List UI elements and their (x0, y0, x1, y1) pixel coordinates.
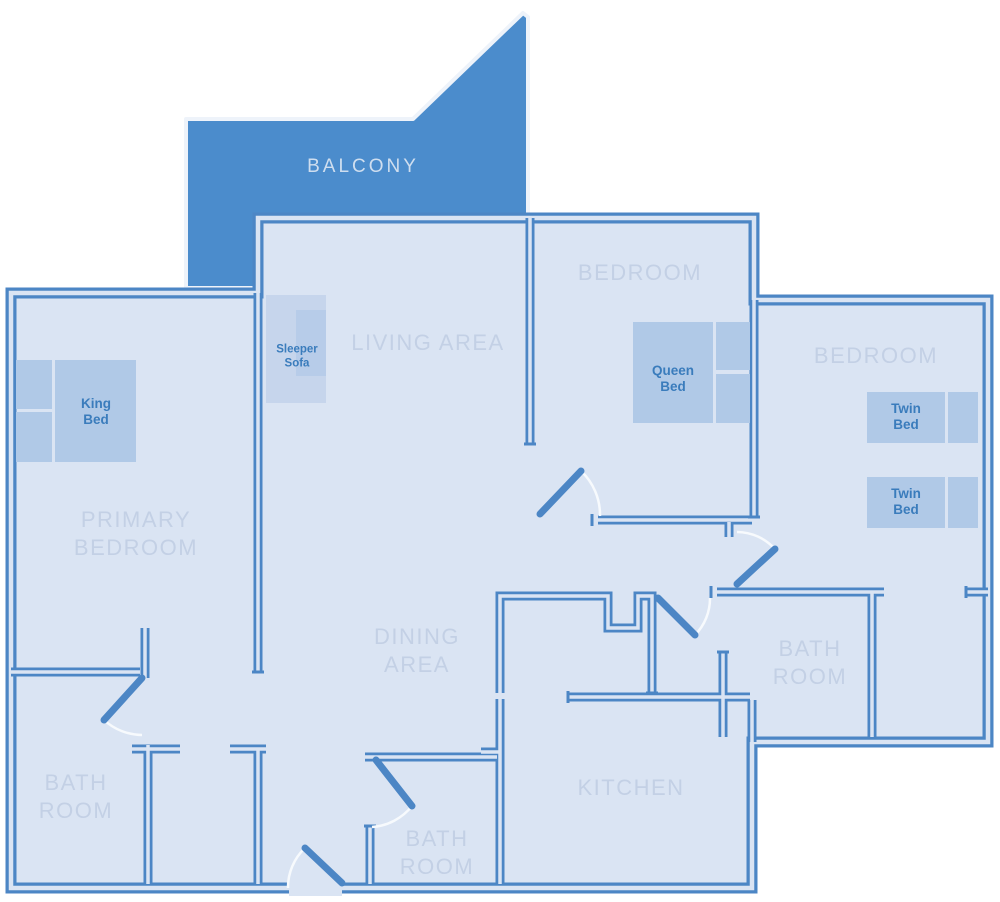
room-label-bedroom-right: BEDROOM (813, 343, 939, 369)
twin-bed-1-label: Twin Bed (891, 401, 921, 432)
twin-bed-1-pillow (948, 392, 978, 443)
sleeper-sofa-label: Sleeper Sofa (276, 343, 318, 369)
queen-bed-pillow-1 (716, 322, 750, 370)
twin-bed-2-body (867, 477, 945, 528)
door-leaves (100, 467, 779, 887)
sleeper-sofa-seat (296, 310, 326, 376)
queen-bed-label: Queen Bed (651, 363, 694, 394)
room-label-primary-bedroom: PRIMARY BEDROOM (73, 507, 199, 560)
room-label-balcony: BALCONY (307, 156, 419, 177)
door-arcs (103, 470, 776, 889)
room-label-dining-area: DINING AREA (374, 624, 460, 677)
king-bed-label: King Bed (81, 396, 111, 427)
queen-bed-pillow-2 (716, 374, 750, 423)
room-label-bathroom-left: BATH ROOM (38, 770, 114, 823)
room-label-bedroom-top: BEDROOM (577, 260, 703, 286)
entry-door-gap (289, 880, 342, 896)
wall-end-caps (252, 442, 968, 828)
twin-bed-2-pillow (948, 477, 978, 528)
king-bed-pillow-2 (16, 412, 52, 462)
room-label-living-area: LIVING AREA (351, 330, 505, 356)
queen-bed-body (633, 322, 713, 423)
king-bed-pillow-1 (16, 360, 52, 409)
twin-bed-1-body (867, 392, 945, 443)
interior-walls (11, 218, 988, 884)
king-bed-body (55, 360, 136, 462)
twin-bed-2-label: Twin Bed (891, 486, 921, 517)
room-label-kitchen: KITCHEN (577, 775, 685, 801)
room-label-bathroom-center: BATH ROOM (399, 826, 475, 879)
room-label-bathroom-right: BATH ROOM (772, 636, 848, 689)
